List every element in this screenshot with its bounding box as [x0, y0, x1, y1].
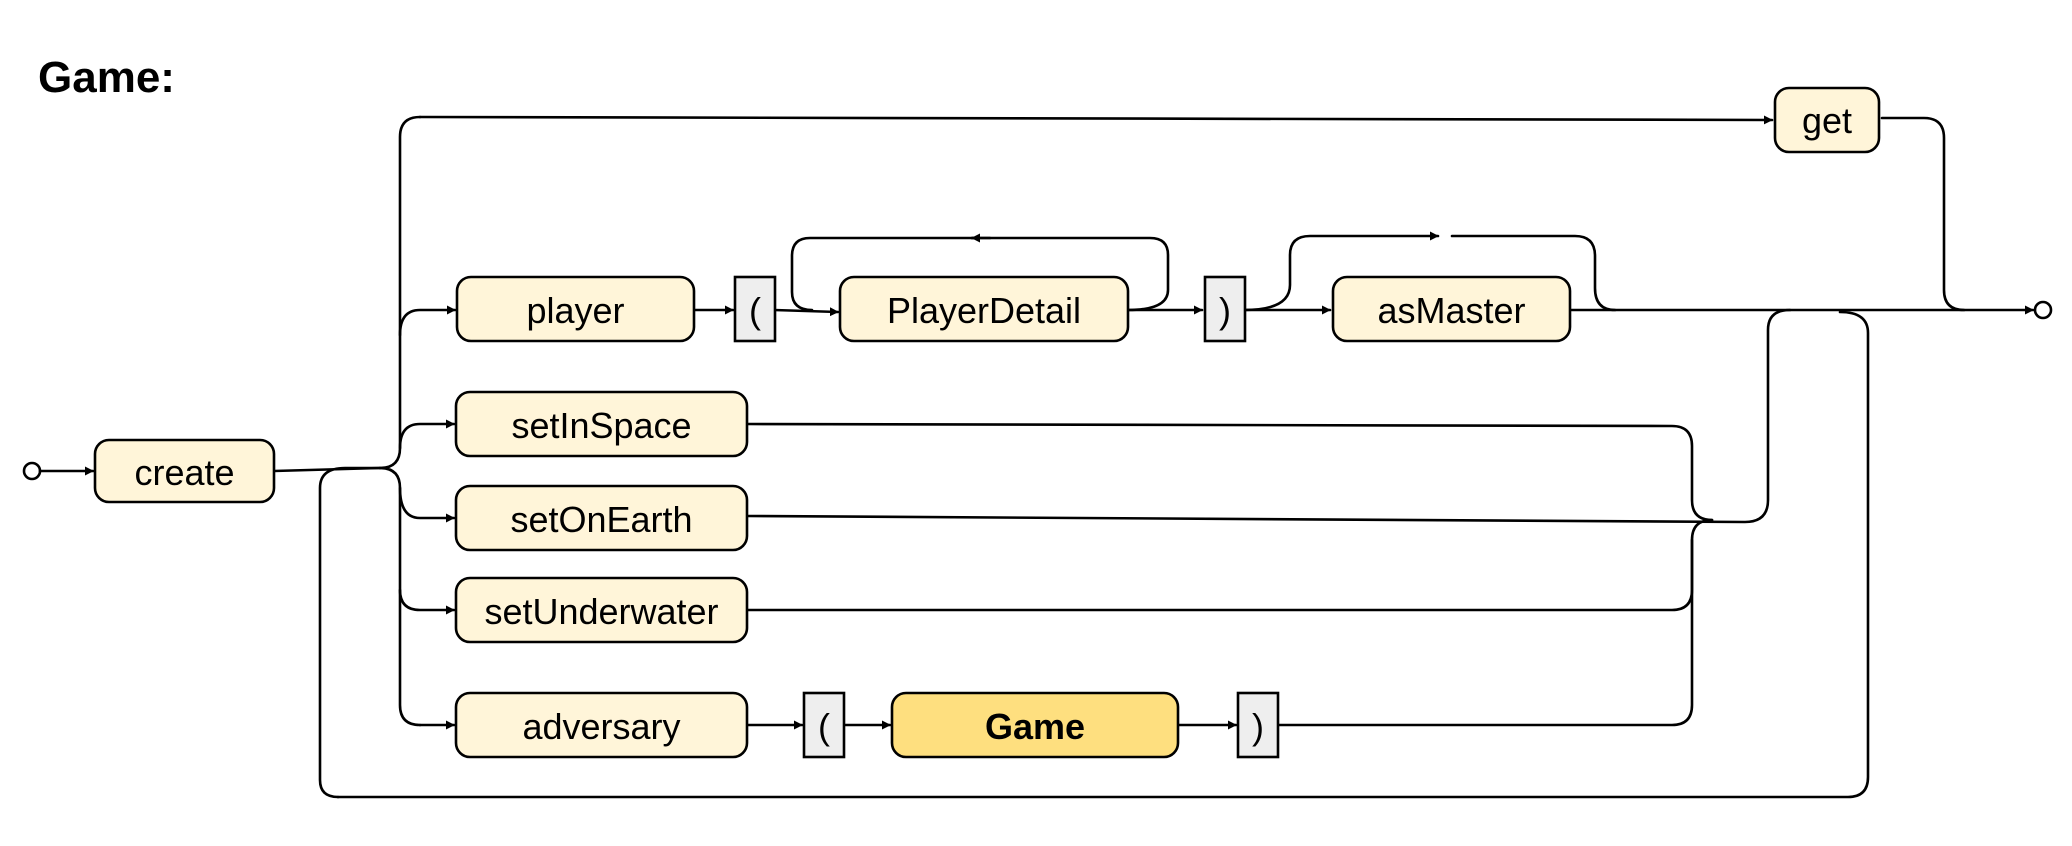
node-game-ref: Game	[890, 691, 1180, 759]
rail-asmaster-skip-end	[1450, 234, 1617, 312]
node-player-label: player	[526, 290, 624, 331]
rail-to-player	[398, 305, 457, 337]
node-adversary-label: adversary	[522, 706, 680, 747]
node-setinspace-label: setInSpace	[511, 405, 691, 446]
node-playerdetail: PlayerDetail	[838, 275, 1130, 343]
node-setonearth: setOnEarth	[454, 484, 749, 552]
node-adversary-open-paren-label: (	[818, 706, 830, 747]
node-setonearth-label: setOnEarth	[510, 499, 692, 540]
rail-branch-trunk	[378, 115, 422, 470]
end-terminal	[2033, 300, 2053, 320]
rail-to-get	[418, 115, 1774, 125]
node-setunderwater: setUnderwater	[454, 576, 749, 644]
rail-to-setinspace	[398, 419, 456, 450]
node-create: create	[93, 438, 276, 504]
rail-setunderwater-exit	[745, 518, 1714, 612]
rail-bottom-loop	[336, 310, 1870, 799]
rail-to-setunderwater	[398, 588, 456, 615]
node-adversary-close-paren-label: )	[1252, 706, 1264, 747]
node-adversary: adversary	[454, 691, 749, 759]
rail-setinspace-exit	[745, 422, 1714, 522]
start-terminal	[22, 461, 42, 481]
rail-get-to-end	[1880, 116, 1966, 312]
node-adversary-close-paren: )	[1236, 691, 1280, 759]
rail-loopback-entry	[318, 466, 382, 799]
node-player-close-paren-label: )	[1219, 290, 1231, 331]
node-create-label: create	[134, 452, 234, 493]
node-adversary-open-paren: (	[802, 691, 846, 759]
rail-adversary-exit	[1274, 538, 1694, 727]
rail-asmaster-skip	[1242, 231, 1440, 312]
rail-paren-to-detail	[772, 307, 840, 317]
node-setunderwater-label: setUnderwater	[484, 591, 718, 632]
rail-playerdetail-repeat	[970, 236, 1170, 312]
node-player: player	[455, 275, 696, 343]
node-asmaster: asMaster	[1331, 275, 1572, 343]
node-game-ref-label: Game	[985, 706, 1085, 747]
node-asmaster-label: asMaster	[1377, 290, 1525, 331]
diagram-title: Game:	[38, 53, 175, 102]
node-player-open-paren-label: (	[749, 290, 761, 331]
node-get: get	[1773, 86, 1881, 154]
node-player-open-paren: (	[733, 275, 777, 343]
rail-setonearth-exit	[745, 308, 1792, 524]
node-playerdetail-label: PlayerDetail	[887, 290, 1081, 331]
node-get-label: get	[1802, 100, 1852, 141]
rail-to-setonearth	[398, 486, 456, 523]
node-player-close-paren: )	[1203, 275, 1247, 343]
node-setinspace: setInSpace	[454, 390, 749, 458]
rail-playerdetail-repeat-return	[790, 236, 978, 312]
